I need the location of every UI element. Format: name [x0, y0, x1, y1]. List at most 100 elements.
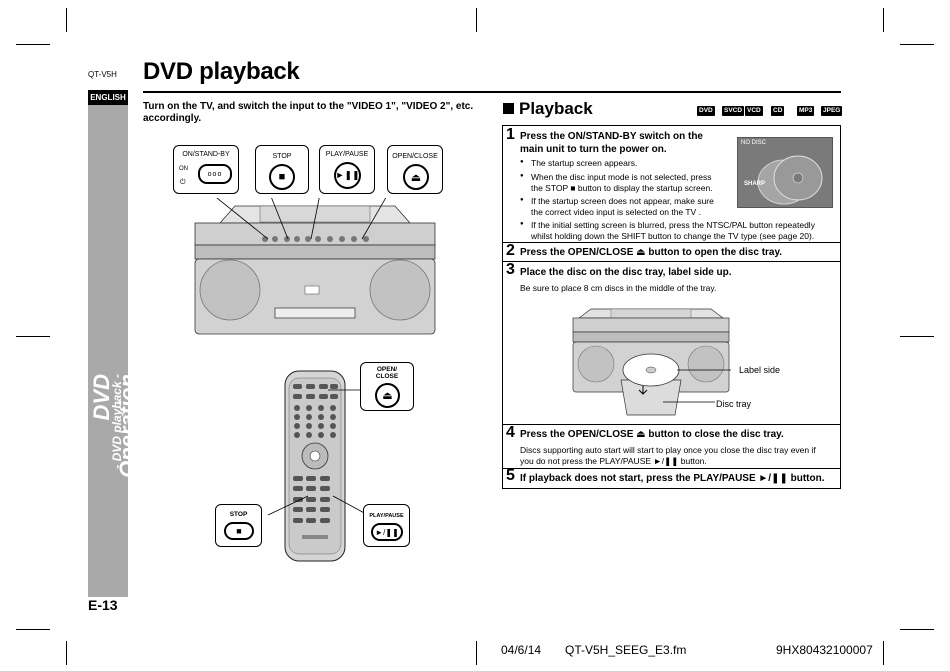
step-4-title: Press the OPEN/CLOSE ⏏ button to close t… [520, 429, 784, 440]
stop-callout: STOP ■ [255, 145, 309, 194]
disc-tray-illustration [572, 308, 731, 416]
step-1-bullet-3-line-1: If the startup screen does not appear, m… [531, 196, 714, 206]
footer-date: 04/6/14 [501, 643, 542, 657]
step-5-number: 5 [506, 467, 515, 484]
footer-file: QT-V5H_SEEG_E3.fm [565, 643, 687, 657]
bullet-icon: ● [520, 159, 524, 165]
step-4-body-line-2: you do not press the PLAY/PAUSE ►/❚❚ but… [520, 456, 707, 466]
square-bullet-icon [503, 103, 514, 114]
on-label: ON [179, 166, 188, 172]
format-badge-jpeg: JPEG [821, 106, 843, 116]
model-number: QT-V5H [88, 70, 117, 79]
format-badge-mp3: MP3 [797, 106, 815, 116]
remote-play-pause-callout: PLAY/PAUSE ►/❚❚ [363, 504, 410, 547]
remote-open-close-label-2: CLOSE [375, 373, 399, 380]
crop-mark [476, 8, 477, 32]
crop-mark [476, 641, 477, 665]
step-3-title: Place the disc on the disc tray, label s… [520, 267, 732, 278]
play-pause-button[interactable]: ►❚❚ [334, 162, 361, 189]
play-pause-icon: ►❚❚ [335, 170, 360, 180]
step-divider [503, 242, 840, 243]
step-1-bullet-4-line-2: whilst holding down the SHIFT button to … [531, 231, 815, 241]
step-4-body-line-1: Discs supporting auto start will start t… [520, 445, 816, 455]
power-icon: ⏻ [180, 179, 186, 186]
remote-open-close-callout: OPEN/ CLOSE ⏏ [360, 362, 414, 411]
stop-icon: ■ [236, 526, 242, 536]
playback-heading-text: Playback [519, 99, 593, 118]
step-2-number: 2 [506, 242, 515, 259]
format-badge-cd: CD [771, 106, 785, 116]
play-pause-callout: PLAY/PAUSE ►❚❚ [319, 145, 375, 194]
format-badge-vcd: VCD [745, 106, 763, 116]
format-badge-svcd: SVCD [722, 106, 745, 116]
step-4-number: 4 [506, 424, 515, 441]
play-pause-icon: ►/❚❚ [375, 527, 399, 537]
stop-icon: ■ [278, 171, 286, 183]
step-1-bullet-2-line-2: the STOP ■ button to display the startup… [531, 183, 713, 193]
remote-open-close-button[interactable]: ⏏ [375, 383, 400, 408]
svg-text:SHARP: SHARP [744, 181, 765, 187]
step-1-title-line-2: main unit to turn the power on. [520, 144, 667, 155]
remote-callout-lines [267, 389, 368, 516]
disc-graphic: SHARP [744, 155, 823, 205]
stop-label: STOP [272, 153, 292, 160]
playback-steps: 1 Press the ON/STAND-BY switch on the ma… [502, 125, 841, 489]
crop-mark [16, 44, 50, 45]
bullet-icon: ● [520, 221, 524, 227]
step-1-bullet-2-line-1: When the disc input mode is not selected… [531, 172, 712, 182]
page-number: E-13 [88, 597, 118, 613]
crop-mark [883, 8, 884, 32]
crop-mark [66, 8, 67, 32]
page-title: DVD playback [143, 58, 300, 85]
remote-play-pause-button[interactable]: ►/❚❚ [371, 523, 403, 541]
step-1-number: 1 [506, 126, 515, 143]
remote-control-illustration [284, 370, 346, 562]
step-2-title: Press the OPEN/CLOSE ⏏ button to open th… [520, 247, 783, 258]
remote-open-close-label-1: OPEN/ [376, 366, 398, 373]
open-close-callout: OPEN/CLOSE ⏏ [387, 145, 443, 194]
stop-button[interactable]: ■ [269, 164, 295, 190]
bullet-icon: ● [520, 173, 524, 179]
startup-screen-text: NO DISC [741, 140, 767, 146]
footer-code: 9HX80432100007 [776, 643, 873, 657]
remote-stop-label: STOP [229, 511, 248, 518]
label-side-annotation: Label side [739, 365, 781, 375]
crop-mark [900, 44, 934, 45]
step-1-bullet-1: The startup screen appears. [531, 158, 638, 168]
intro-text: Turn on the TV, and switch the input to … [143, 101, 474, 124]
main-unit-illustration [194, 198, 436, 335]
step-3-number: 3 [506, 261, 515, 278]
eject-icon: ⏏ [410, 171, 422, 184]
on-standby-switch[interactable]: ooo [198, 164, 232, 184]
bullet-icon: ● [520, 197, 524, 203]
startup-screen-image: NO DISC SHARP [737, 137, 833, 208]
open-close-label: OPEN/CLOSE [392, 153, 438, 160]
remote-stop-button[interactable]: ■ [224, 522, 254, 540]
step-1-title-line-1: Press the ON/STAND-BY switch on the [520, 131, 703, 142]
on-standby-label: ON/STAND-BY [182, 151, 230, 158]
remote-stop-callout: STOP ■ [215, 504, 262, 547]
step-divider [503, 468, 840, 469]
crop-mark [900, 629, 934, 630]
crop-mark [900, 336, 934, 337]
playback-heading: Playback [503, 99, 593, 119]
open-close-button[interactable]: ⏏ [403, 164, 429, 190]
format-badge-dvd: DVD [697, 106, 715, 116]
eject-icon: ⏏ [382, 390, 393, 402]
remote-play-pause-label: PLAY/PAUSE [369, 513, 404, 519]
step-5-title: If playback does not start, press the PL… [520, 473, 825, 484]
disc-tray-annotation: Disc tray [716, 399, 752, 409]
play-pause-label: PLAY/PAUSE [325, 151, 369, 158]
step-3-body: Be sure to place 8 cm discs in the middl… [520, 283, 717, 293]
crop-mark [16, 629, 50, 630]
step-1-bullet-4-line-1: If the initial setting screen is blurred… [531, 220, 815, 230]
section-sidebar: DVD Operation - DVD playback - [88, 105, 140, 597]
on-standby-callout: ON/STAND-BY ON ⏻ ooo [173, 145, 239, 194]
step-divider [503, 261, 840, 262]
step-1-bullet-3-line-2: the correct video input is selected on t… [531, 207, 701, 217]
section-subtitle: - DVD playback - [110, 374, 124, 469]
crop-mark [883, 641, 884, 665]
title-rule [143, 91, 841, 93]
crop-mark [66, 641, 67, 665]
step-divider [503, 424, 840, 425]
